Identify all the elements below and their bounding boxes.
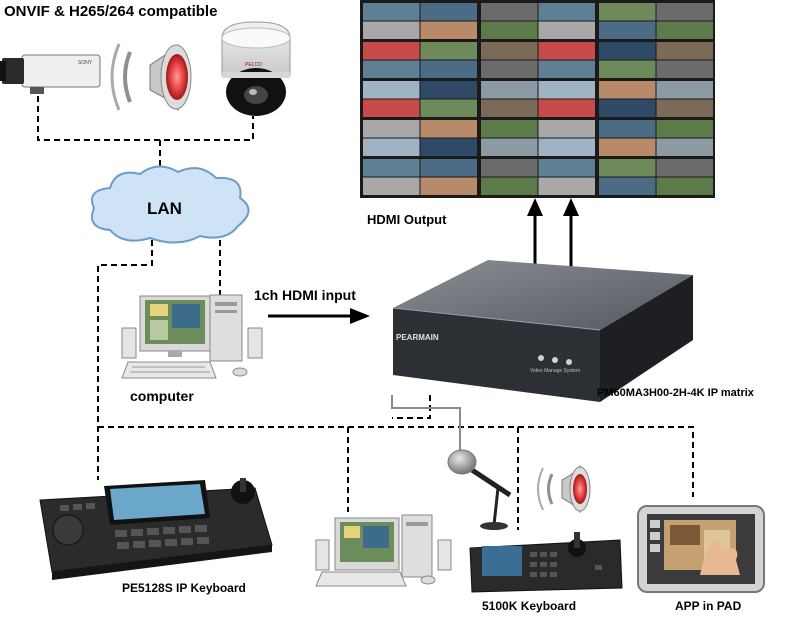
video-wall-cell	[481, 81, 538, 99]
video-wall-cell	[599, 159, 656, 177]
box-camera: SONY	[0, 54, 101, 94]
video-wall-cell	[481, 42, 538, 60]
speaker-icon-top	[110, 43, 192, 112]
video-wall-cell	[656, 60, 713, 78]
matrix-sub-brand: Video Manage System	[530, 368, 580, 374]
video-wall-cell	[363, 120, 420, 138]
app-pad-label: APP in PAD	[675, 599, 742, 613]
computer-workstation	[121, 294, 263, 379]
video-wall-cell	[420, 159, 477, 177]
video-wall-cell	[599, 99, 656, 117]
video-wall-cell	[599, 42, 656, 60]
video-wall-cell	[599, 21, 656, 39]
video-wall-cell	[599, 60, 656, 78]
video-wall-cell	[538, 60, 595, 78]
video-wall-cell	[538, 42, 595, 60]
video-wall-cell	[538, 99, 595, 117]
video-wall-cell	[420, 81, 477, 99]
microphone-icon	[447, 449, 512, 530]
video-wall-cell	[363, 60, 420, 78]
video-wall-cell	[481, 21, 538, 39]
video-wall-cell	[481, 120, 538, 138]
video-wall-cell	[538, 81, 595, 99]
video-wall-cell	[656, 3, 713, 21]
computer-workstation-2	[315, 514, 452, 587]
video-wall-cell	[481, 3, 538, 21]
ip-keyboard-device	[39, 478, 273, 580]
ip-keyboard-label: PE5128S IP Keyboard	[122, 581, 246, 595]
lan-label: LAN	[147, 199, 182, 218]
video-wall	[360, 0, 715, 198]
video-wall-cell	[363, 177, 420, 195]
video-wall-cell	[363, 81, 420, 99]
speaker-icon-bottom	[537, 464, 591, 514]
video-wall-cell	[599, 120, 656, 138]
video-wall-cell	[481, 177, 538, 195]
keyboard-5100k-label: 5100K Keyboard	[482, 599, 577, 613]
video-wall-cell	[420, 138, 477, 156]
video-wall-cell	[656, 138, 713, 156]
video-wall-cell	[420, 120, 477, 138]
video-wall-cell	[599, 138, 656, 156]
video-wall-cell	[656, 42, 713, 60]
video-wall-cell	[363, 21, 420, 39]
keyboard-5100k-device	[469, 532, 623, 593]
dome-camera: PELCO	[221, 21, 291, 116]
video-wall-cell	[656, 81, 713, 99]
matrix-brand: PEARMAIN	[396, 333, 439, 342]
video-wall-cell	[538, 177, 595, 195]
video-wall-cell	[420, 60, 477, 78]
mic-cable	[391, 395, 461, 455]
video-wall-cell	[481, 60, 538, 78]
video-wall-cell	[599, 177, 656, 195]
video-wall-cell	[599, 3, 656, 21]
ip-matrix: PEARMAIN Video Manage System	[392, 260, 693, 402]
video-wall-cell	[420, 99, 477, 117]
video-wall-cell	[420, 42, 477, 60]
video-wall-cell	[363, 3, 420, 21]
lan-cloud	[91, 165, 250, 244]
video-wall-cell	[481, 159, 538, 177]
video-wall-cell	[481, 138, 538, 156]
box-camera-brand: SONY	[78, 60, 93, 66]
video-wall-cell	[538, 159, 595, 177]
video-wall-cell	[538, 120, 595, 138]
onvif-label: ONVIF & H265/264 compatible	[4, 3, 218, 20]
video-wall-cell	[538, 3, 595, 21]
video-wall-cell	[656, 159, 713, 177]
video-wall-cell	[538, 21, 595, 39]
video-wall-cell	[420, 177, 477, 195]
connection-lines	[37, 96, 694, 530]
video-wall-cell	[363, 42, 420, 60]
video-wall-cell	[420, 3, 477, 21]
matrix-label: PM60MA3H00-2H-4K IP matrix	[597, 387, 754, 399]
video-wall-cell	[420, 21, 477, 39]
video-wall-cell	[599, 81, 656, 99]
video-wall-tiles	[363, 3, 713, 195]
video-wall-cell	[363, 159, 420, 177]
tablet-device	[637, 505, 765, 593]
video-wall-cell	[656, 99, 713, 117]
video-wall-cell	[656, 120, 713, 138]
video-wall-cell	[363, 99, 420, 117]
video-wall-cell	[656, 177, 713, 195]
video-wall-cell	[363, 138, 420, 156]
hdmi-output-label: HDMI Output	[367, 212, 447, 227]
video-wall-cell	[538, 138, 595, 156]
dome-camera-brand: PELCO	[245, 62, 262, 68]
hdmi-input-label: 1ch HDMI input	[254, 287, 356, 303]
video-wall-cell	[656, 21, 713, 39]
computer-label: computer	[130, 388, 194, 404]
video-wall-cell	[481, 99, 538, 117]
